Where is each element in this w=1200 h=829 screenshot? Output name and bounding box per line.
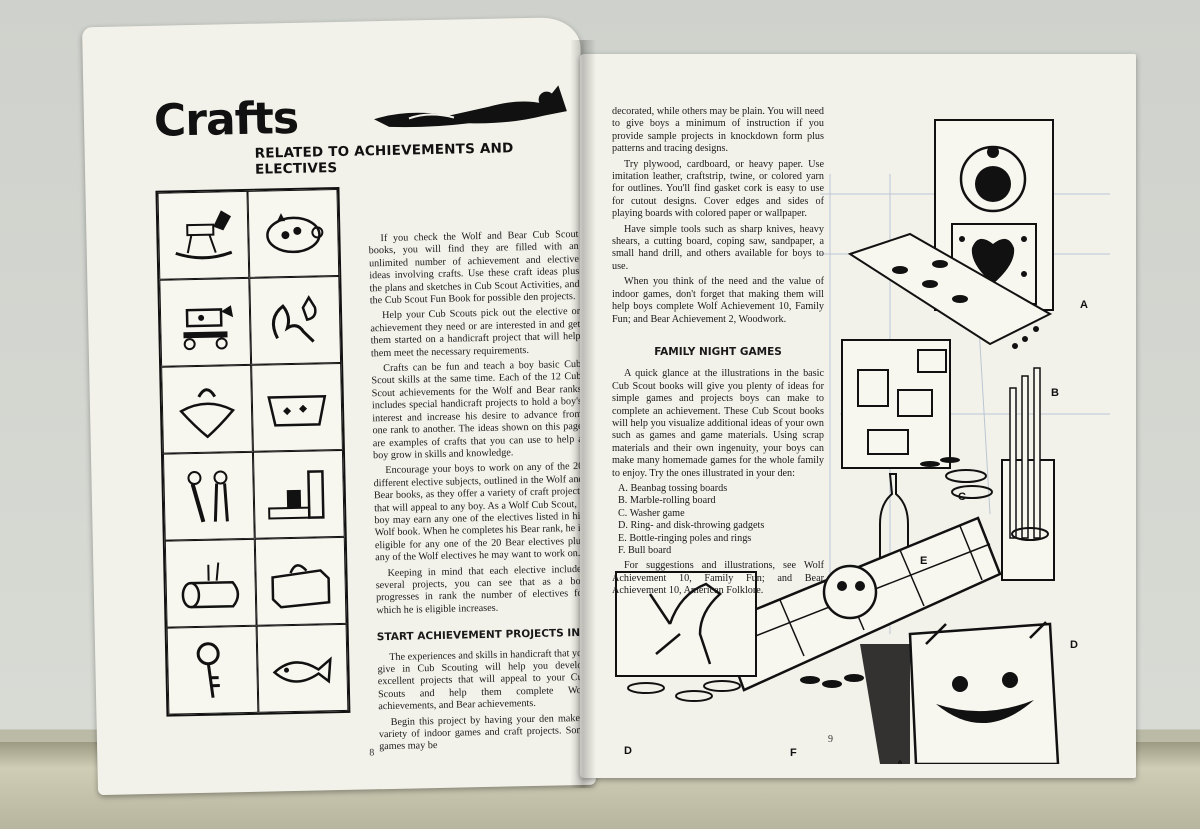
paragraph: For suggestions and illustrations, see W… <box>612 560 824 597</box>
paragraph: Help your Cub Scouts pick out the electi… <box>370 306 581 359</box>
section-heading: START ACHIEVEMENT PROJECTS IN THE DEN <box>376 626 596 644</box>
toolbox-icon <box>271 563 331 609</box>
craft-grid <box>155 186 351 717</box>
lobster-ring-board <box>615 571 757 702</box>
craft-cell <box>162 451 255 541</box>
page-title: Crafts <box>153 92 299 147</box>
paragraph: A quick glance at the illustrations in t… <box>612 368 824 479</box>
washer-game <box>841 339 960 469</box>
list-item: C. Washer game <box>618 507 685 519</box>
bookends-icon <box>268 469 325 520</box>
left-body-text: If you check the Wolf and Bear Cub Scout… <box>368 228 596 757</box>
piggy-bank-icon <box>266 212 324 253</box>
right-body-text: decorated, while others may be plain. Yo… <box>612 106 824 601</box>
paragraph: Crafts can be fun and teach a boy basic … <box>371 358 583 462</box>
ring-pole-gadget <box>1001 367 1055 581</box>
spinning-top-icon <box>179 387 236 438</box>
craft-cell <box>164 538 257 628</box>
craft-cell <box>249 275 342 365</box>
book-gutter <box>570 40 596 788</box>
log-planter-icon <box>181 561 240 608</box>
fish-plaque-icon <box>272 655 332 684</box>
label-e: E <box>920 555 927 567</box>
paragraph: If you check the Wolf and Bear Cub Scout… <box>368 228 580 307</box>
craft-cell <box>251 362 343 452</box>
paragraph: Begin this project by having your den ma… <box>378 712 589 753</box>
clothespin-dolls-icon <box>187 469 229 522</box>
list-item: D. Ring- and disk-throwing gadgets <box>618 520 765 532</box>
games-illustration: A B C E D F A D <box>615 119 1110 764</box>
rocking-horse-icon <box>175 209 233 259</box>
craft-cell <box>247 188 340 278</box>
marble-rolling-board <box>847 232 1053 349</box>
subtitle: RELATED TO ACHIEVEMENTS AND ELECTIVES <box>254 140 514 178</box>
label-f: F <box>790 747 797 759</box>
craft-cell <box>159 277 252 367</box>
label-d: D <box>624 745 632 757</box>
list-item: F. Bull board <box>618 545 672 556</box>
label-d: D <box>1070 639 1078 651</box>
page-number: 9 <box>828 734 833 745</box>
paragraph: When you think of the need and the value… <box>612 276 824 325</box>
craft-cell <box>157 190 250 280</box>
games-list: A. Beanbag tossing boards B. Marble-roll… <box>612 483 824 557</box>
paragraph: The experiences and skills in handicraft… <box>377 647 589 713</box>
paragraph: Try plywood, cardboard, or heavy paper. … <box>612 158 824 220</box>
list-item: B. Marble-rolling board <box>618 495 716 507</box>
craft-cell <box>254 536 347 626</box>
craft-cell <box>252 449 345 539</box>
craft-cell <box>166 625 259 715</box>
paragraph: Encourage your boys to work on any of th… <box>373 461 585 564</box>
paragraph: decorated, while others may be plain. Yo… <box>612 106 824 155</box>
paragraph: Keeping in mind that each elective inclu… <box>375 563 587 617</box>
page-number: 8 <box>369 747 375 759</box>
craft-cell <box>256 623 349 713</box>
toy-cow-cart-icon <box>183 304 234 350</box>
sleeping-boy-illustration <box>374 85 567 128</box>
left-page: Crafts RELATED TO ACHIEVEMENTS AND ELECT… <box>82 16 596 796</box>
section-heading: FAMILY NIGHT GAMES <box>654 345 782 358</box>
label-a: A <box>1080 299 1088 311</box>
beanbag-cat-board <box>860 621 1060 764</box>
craft-cell <box>161 364 253 454</box>
key-rack-icon <box>196 641 220 698</box>
label-c: C <box>958 491 966 503</box>
decorated-box-icon <box>267 394 327 427</box>
right-page: A B C E D F A D decorated, while others … <box>580 54 1136 778</box>
squirrel-cutout-icon <box>271 294 317 343</box>
bull-board <box>718 516 1002 692</box>
paragraph: Have simple tools such as sharp knives, … <box>612 223 824 272</box>
label-b: B <box>1051 387 1059 399</box>
list-item: E. Bottle-ringing poles and rings <box>618 532 752 544</box>
list-item: A. Beanbag tossing boards <box>618 482 728 494</box>
label-a: A <box>896 759 904 764</box>
